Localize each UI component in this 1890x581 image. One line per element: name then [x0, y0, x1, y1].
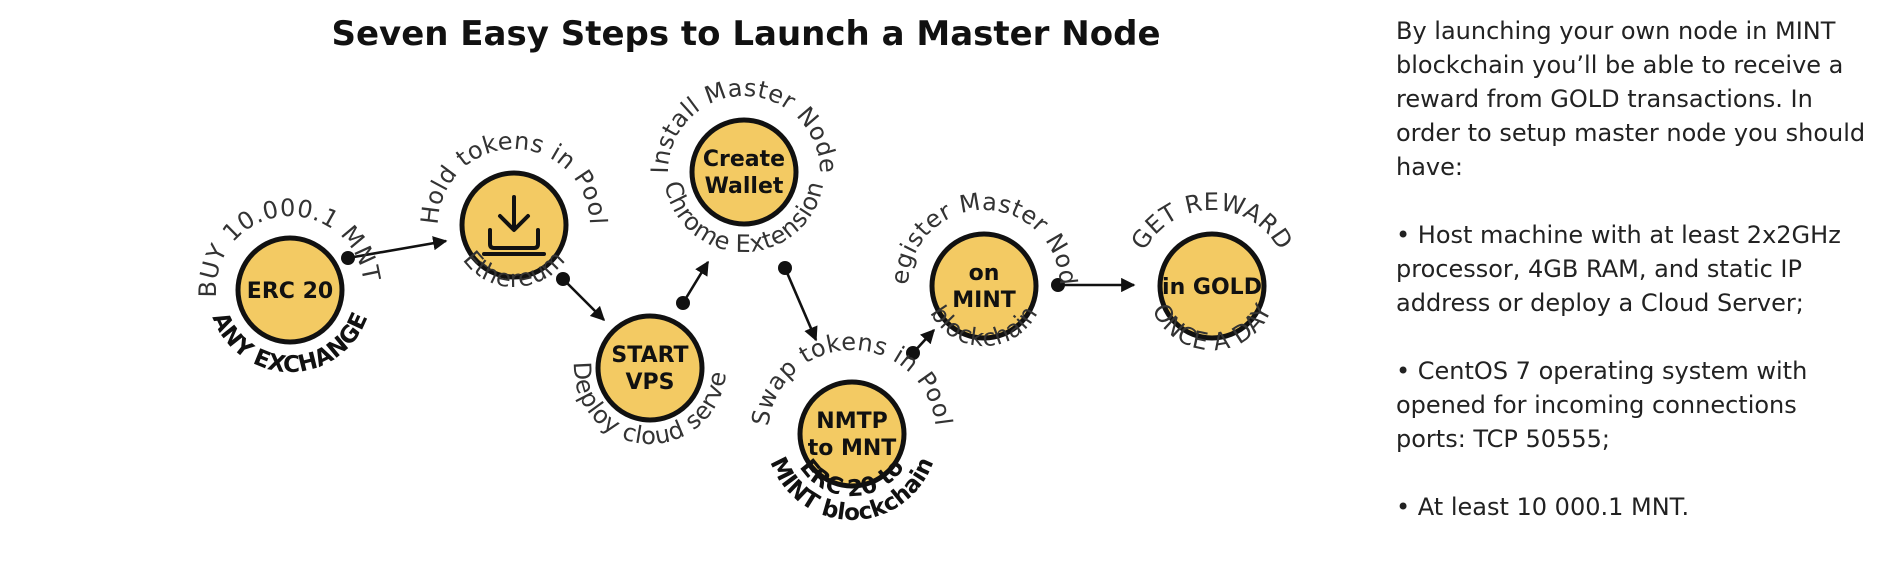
requirements-panel: By launching your own node in MINT block… — [1396, 14, 1866, 524]
step-wallet-label-1: Create — [703, 147, 785, 172]
step-mint-label-2: MINT — [952, 288, 1016, 313]
intro-text: By launching your own node in MINT block… — [1396, 17, 1866, 181]
step-vps-label-2: VPS — [626, 370, 675, 395]
step-erc20: ERC 20 BUY 10.000.1 MNTP ANY EXCHANGE — [0, 0, 385, 378]
step-reward-label: in GOLD — [1162, 275, 1262, 300]
step-wallet: Create Wallet Install Master Node Chrome… — [646, 74, 842, 258]
step-hold: Hold tokens in Pool Ethereum — [416, 127, 612, 294]
step-reward: in GOLD GET REWARD ONCE A DAY — [1126, 188, 1298, 356]
step-swap: NMTP to MNT Swap tokens in Pool ERC 20 t… — [746, 328, 957, 526]
step-mint-label-1: on — [969, 261, 1000, 286]
page-title: Seven Easy Steps to Launch a Master Node — [331, 14, 1160, 54]
step-vps-label-1: START — [611, 343, 688, 368]
connectors — [341, 236, 1136, 360]
download-tray-icon — [482, 195, 546, 256]
requirement-hardware: • Host machine with at least 2x2GHz proc… — [1396, 221, 1841, 317]
step-vps: START VPS Deploy cloud server — [0, 0, 732, 450]
step-erc20-label: ERC 20 — [247, 279, 333, 304]
step-wallet-label-2: Wallet — [705, 174, 784, 199]
step-swap-label-2: to MNT — [808, 436, 897, 461]
step-swap-label-1: NMTP — [816, 409, 887, 434]
requirement-os: • CentOS 7 operating system with opened … — [1396, 357, 1808, 453]
steps-diagram: Seven Easy Steps to Launch a Master Node… — [0, 0, 1298, 526]
requirement-balance: • At least 10 000.1 MNT. — [1396, 493, 1690, 521]
